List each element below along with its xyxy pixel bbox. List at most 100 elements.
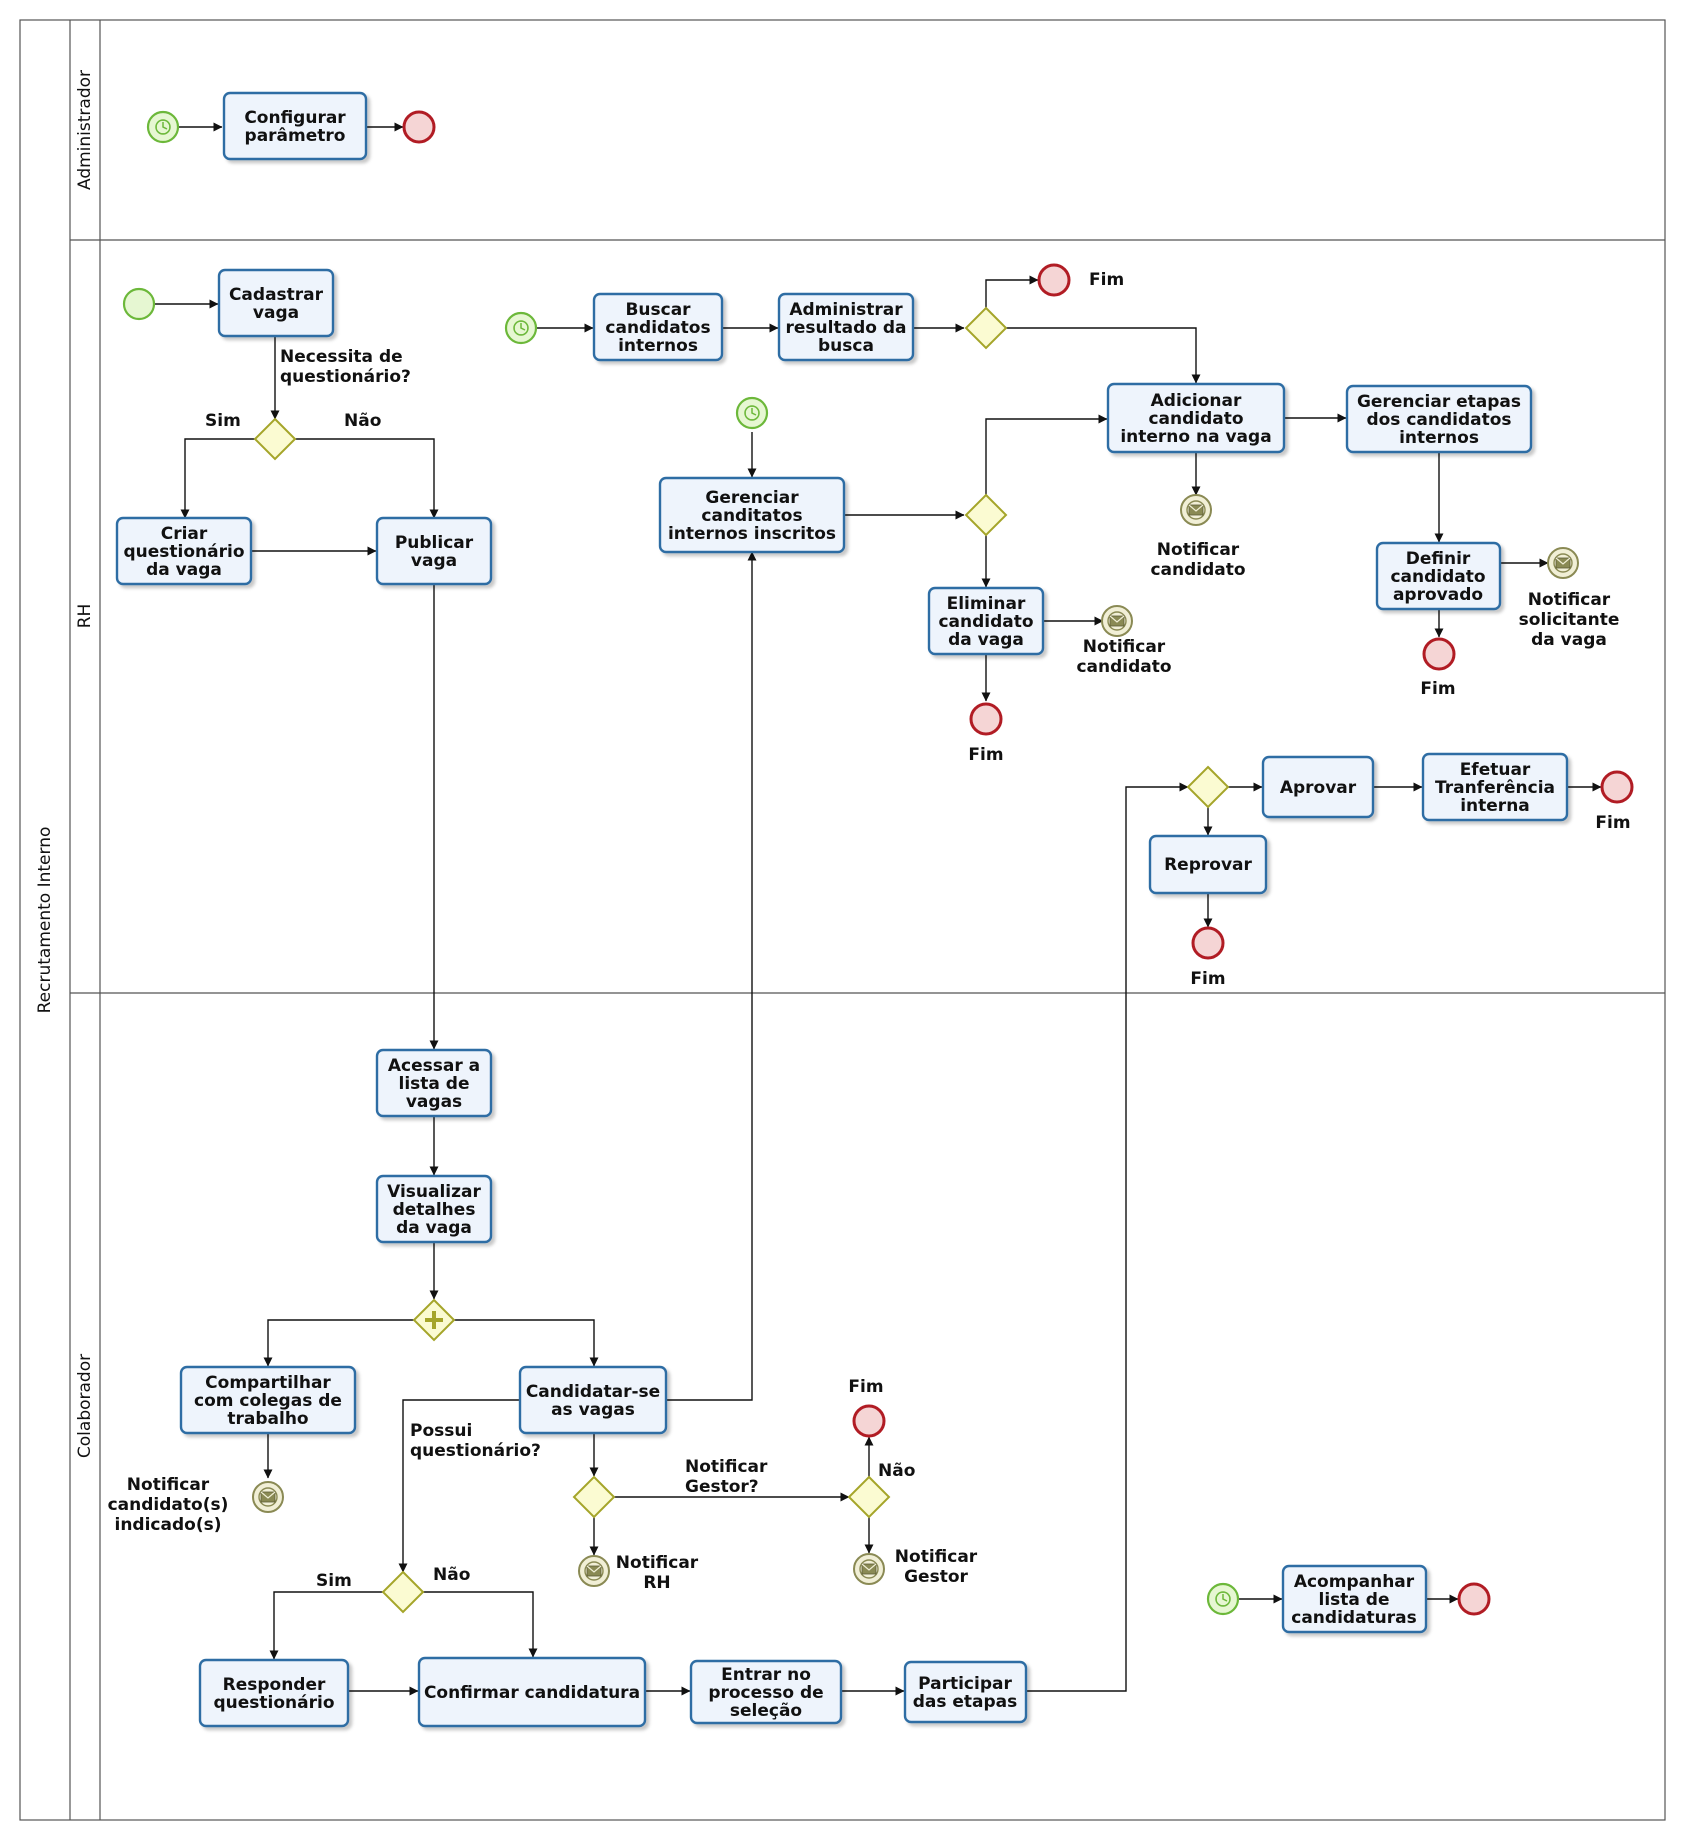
label-fim-efetuar: Fim bbox=[1595, 813, 1630, 833]
message-event-notificar-rh bbox=[578, 1555, 610, 1587]
end-event-efetuar bbox=[1600, 770, 1634, 804]
task-label-line: questionário bbox=[213, 1693, 334, 1713]
task-label-line: interno na vaga bbox=[1120, 427, 1271, 447]
task-label-line: dos candidatos bbox=[1366, 410, 1511, 430]
task-label-line: aprovado bbox=[1393, 585, 1483, 605]
start-timer-event-gerenciar bbox=[735, 396, 769, 430]
task-label-line: lista de bbox=[399, 1074, 470, 1094]
task-label-line: Acessar a bbox=[388, 1056, 480, 1076]
task-label-line: Gerenciar etapas bbox=[1357, 392, 1521, 412]
start-timer-event-acompanhar bbox=[1206, 1582, 1240, 1616]
gateways bbox=[253, 306, 1230, 1614]
end-event-gestor-nao bbox=[852, 1404, 886, 1438]
task-label: Aprovar bbox=[1280, 778, 1357, 798]
task-label-line: busca bbox=[818, 336, 874, 356]
task-label-line: candidato bbox=[938, 612, 1033, 632]
lane-title-administrador: Administrador bbox=[75, 70, 95, 190]
gateway-aprovar-reprovar bbox=[1186, 765, 1230, 809]
task-label-line: internos inscritos bbox=[668, 524, 836, 544]
task-label-line: resultado da bbox=[786, 318, 907, 338]
message-event-notificar-candidato-adicionar bbox=[1180, 494, 1212, 526]
label-notificar-candidato-eliminar-line: Notificar bbox=[1083, 637, 1166, 657]
task-label-line: Configurar bbox=[244, 108, 346, 128]
task-label-line: da vaga bbox=[948, 630, 1024, 650]
task-confirmar-candidatura[interactable]: Confirmar candidatura bbox=[417, 1656, 647, 1728]
task-label-line: interna bbox=[1460, 796, 1530, 816]
task-reprovar[interactable]: Reprovar bbox=[1148, 834, 1268, 895]
label-nao-questionario: Não bbox=[344, 411, 381, 431]
task-label-line: parâmetro bbox=[245, 126, 346, 146]
task-label-line: internos bbox=[618, 336, 698, 356]
label-possui-questionario-line: questionário? bbox=[410, 1441, 541, 1461]
task-label-line: trabalho bbox=[227, 1409, 308, 1429]
end-event-reprovar bbox=[1191, 926, 1225, 960]
task-label-line: processo de bbox=[708, 1683, 823, 1703]
end-event-admin bbox=[402, 110, 436, 144]
label-notificar-gestor-pergunta-line: Notificar bbox=[685, 1457, 768, 1477]
task-label-line: detalhes bbox=[393, 1200, 476, 1220]
task-label-line: das etapas bbox=[913, 1692, 1018, 1712]
task-label-line: as vagas bbox=[551, 1400, 635, 1420]
label-necessita-questionario-line: Necessita de bbox=[280, 347, 403, 367]
end-event-busca bbox=[1037, 263, 1071, 297]
task-label-line: vaga bbox=[411, 551, 457, 571]
label-fim-reprovar: Fim bbox=[1190, 969, 1225, 989]
label-notificar-solicitante-line: Notificar bbox=[1528, 590, 1611, 610]
start-timer-event-admin bbox=[146, 110, 180, 144]
task-aprovar[interactable]: Aprovar bbox=[1261, 755, 1375, 819]
task-label-line: seleção bbox=[730, 1701, 802, 1721]
message-event-notificar-candidato-eliminar bbox=[1101, 605, 1133, 637]
task-label-line: Eliminar bbox=[947, 594, 1026, 614]
task-label-line: Aprovar bbox=[1280, 778, 1357, 798]
label-notificar-gestor-pergunta-line: Gestor? bbox=[685, 1477, 759, 1497]
task-label-line: Publicar bbox=[395, 533, 474, 553]
label-notificar-solicitante-line: da vaga bbox=[1531, 630, 1607, 650]
label-notificar-candidato-adicionar-line: Notificar bbox=[1157, 540, 1240, 560]
task-label: Confirmar candidatura bbox=[424, 1683, 640, 1703]
lane-title-colaborador: Colaborador bbox=[75, 1354, 95, 1458]
task-label-line: Tranferência bbox=[1435, 778, 1555, 798]
start-timer-event-busca bbox=[504, 311, 538, 345]
task-label-line: questionário bbox=[123, 542, 244, 562]
task-label-line: Visualizar bbox=[387, 1182, 481, 1202]
message-event-notificar-solicitante bbox=[1547, 547, 1579, 579]
task-label-line: Compartilhar bbox=[205, 1373, 331, 1393]
start-event-rh bbox=[122, 287, 156, 321]
task-label-line: candidato bbox=[1148, 409, 1243, 429]
